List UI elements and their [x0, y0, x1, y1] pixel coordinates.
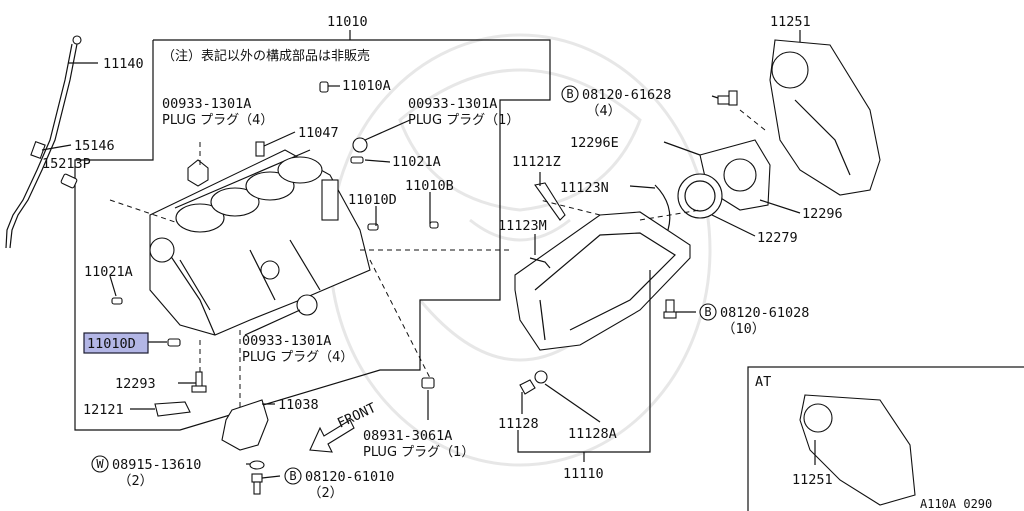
- part-label-11021a-top[interactable]: 11021A: [392, 154, 441, 170]
- part-label-15146[interactable]: 15146: [74, 138, 115, 154]
- part-label-11010d-top[interactable]: 11010D: [348, 192, 397, 208]
- bolt-12293-part: [191, 371, 207, 393]
- bolt-08120-61028-part: [663, 299, 677, 319]
- part-label-11121z[interactable]: 11121Z: [512, 154, 561, 170]
- at-label: AT: [755, 374, 771, 390]
- rear-plate-11251-part: [769, 39, 881, 196]
- circle-b-61028: B: [699, 303, 717, 321]
- rear-plate-11251-at-part: [799, 394, 916, 506]
- part-label-12296[interactable]: 12296: [802, 206, 843, 222]
- svg-text:B: B: [289, 469, 296, 483]
- part-sub-00933-1: PLUG プラグ（4）: [162, 113, 273, 128]
- circle-w-08915: W: [91, 455, 109, 473]
- oil-pan-part: [514, 211, 691, 351]
- highlight-box: [83, 332, 149, 354]
- part-label-12121[interactable]: 12121: [83, 402, 124, 418]
- stiffener-11038-part: [221, 399, 269, 451]
- part-qty-08120-61628: （4）: [586, 103, 621, 119]
- svg-text:B: B: [704, 305, 711, 319]
- part-label-08915[interactable]: 08915-13610: [112, 457, 201, 473]
- front-label: FRONT: [335, 400, 379, 432]
- part-sub-00933-3: PLUG プラグ（4）: [242, 350, 353, 365]
- svg-text:B: B: [566, 87, 573, 101]
- part-label-12293[interactable]: 12293: [115, 376, 156, 392]
- part-label-00933-2[interactable]: 00933-1301A: [408, 96, 497, 112]
- part-qty-08120-61028: （10）: [722, 321, 765, 337]
- part-sub-00933-2: PLUG プラグ（1）: [408, 113, 519, 128]
- part-sub-08931: PLUG プラグ（1）: [363, 445, 474, 460]
- seal-11123n-part: [654, 184, 671, 231]
- part-label-11010a[interactable]: 11010A: [342, 78, 391, 94]
- figure-code: A110A 0290: [920, 497, 992, 511]
- cylinder-block-part: [149, 149, 371, 336]
- bolt-08120-61628-part: [717, 90, 738, 106]
- part-label-11128[interactable]: 11128: [498, 416, 539, 432]
- part-label-11110[interactable]: 11110: [563, 466, 604, 482]
- part-label-11021a-left[interactable]: 11021A: [84, 264, 133, 280]
- note-text: （注）表記以外の構成部品は非販売: [162, 48, 370, 64]
- bracket-12121-part: [154, 401, 191, 417]
- part-label-08931[interactable]: 08931-3061A: [363, 428, 452, 444]
- part-label-12279[interactable]: 12279: [757, 230, 798, 246]
- svg-text:W: W: [96, 457, 104, 471]
- washer-08915-part: [249, 460, 265, 470]
- plug-08931-part: [421, 377, 435, 389]
- part-label-11251-at[interactable]: 11251: [792, 472, 833, 488]
- drain-plug-11128-part: [519, 370, 548, 395]
- part-label-00933-3[interactable]: 00933-1301A: [242, 333, 331, 349]
- part-label-11251[interactable]: 11251: [770, 14, 811, 30]
- block-plugs: [111, 81, 439, 347]
- part-label-11128a[interactable]: 11128A: [568, 426, 617, 442]
- dipstick-part: [5, 35, 82, 249]
- part-label-11010d-highlight[interactable]: 11010D: [87, 336, 136, 352]
- part-label-11038[interactable]: 11038: [278, 397, 319, 413]
- part-label-08120-61628[interactable]: 08120-61628: [582, 87, 671, 103]
- circle-b-61628: B: [561, 85, 579, 103]
- part-label-15213p[interactable]: 15213P: [42, 156, 91, 172]
- part-label-08120-61010[interactable]: 08120-61010: [305, 469, 394, 485]
- front-arrow: [309, 419, 355, 453]
- part-label-11123m[interactable]: 11123M: [498, 218, 547, 234]
- oil-seal-12279-part: [677, 173, 723, 219]
- sealant-11121z-part: [534, 182, 566, 221]
- part-label-11047[interactable]: 11047: [298, 125, 339, 141]
- part-label-12296e[interactable]: 12296E: [570, 135, 619, 151]
- part-qty-08915: （2）: [118, 473, 153, 489]
- gasket-11123m-part: [529, 257, 551, 269]
- leader-lines: [41, 30, 816, 479]
- circle-b-61010: B: [284, 467, 302, 485]
- part-label-11010[interactable]: 11010: [327, 14, 368, 30]
- part-label-08120-61028[interactable]: 08120-61028: [720, 305, 809, 321]
- part-label-11123n[interactable]: 11123N: [560, 180, 609, 196]
- block-group-frame: [74, 39, 551, 431]
- part-qty-08120-61010: （2）: [308, 485, 343, 501]
- part-label-11140[interactable]: 11140: [103, 56, 144, 72]
- part-label-00933-1[interactable]: 00933-1301A: [162, 96, 251, 112]
- plug-15213p-part: [60, 173, 78, 189]
- at-inset-frame: [747, 366, 1024, 511]
- bolt-08120-61010-part: [251, 473, 263, 495]
- part-label-11010b[interactable]: 11010B: [405, 178, 454, 194]
